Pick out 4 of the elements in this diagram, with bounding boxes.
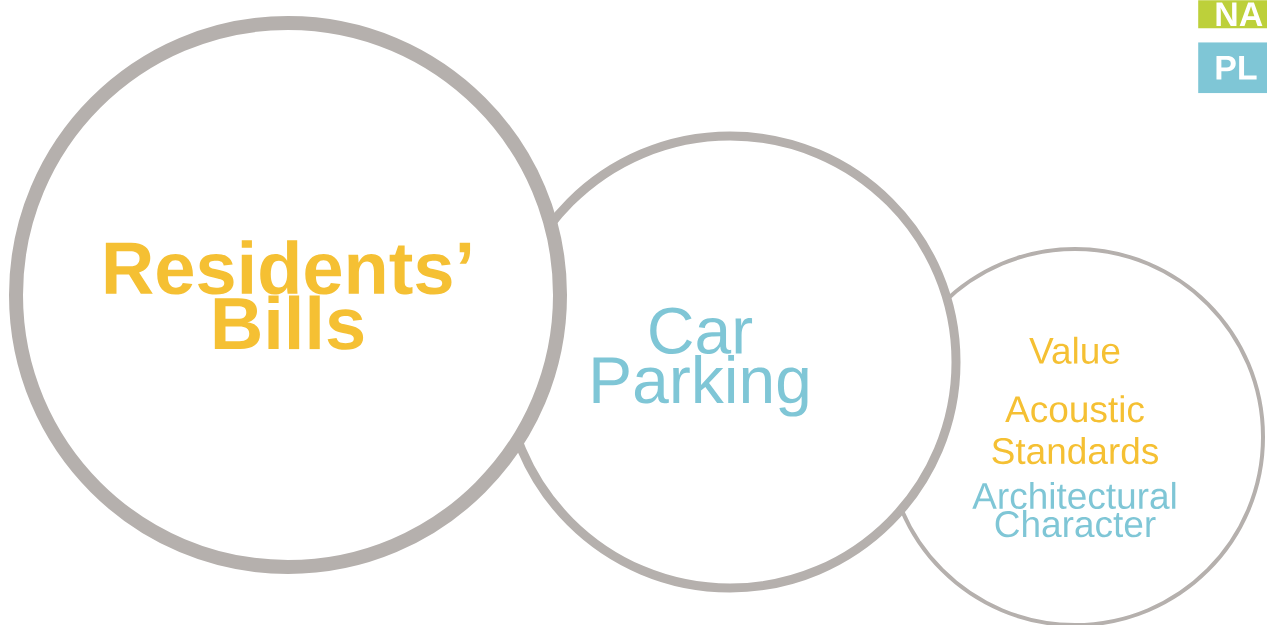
tag: PL bbox=[1198, 42, 1267, 94]
node-label: Car Parking bbox=[593, 307, 808, 417]
tag: NA bbox=[1198, 0, 1267, 29]
node-label: Residents’ Bills bbox=[105, 240, 471, 350]
